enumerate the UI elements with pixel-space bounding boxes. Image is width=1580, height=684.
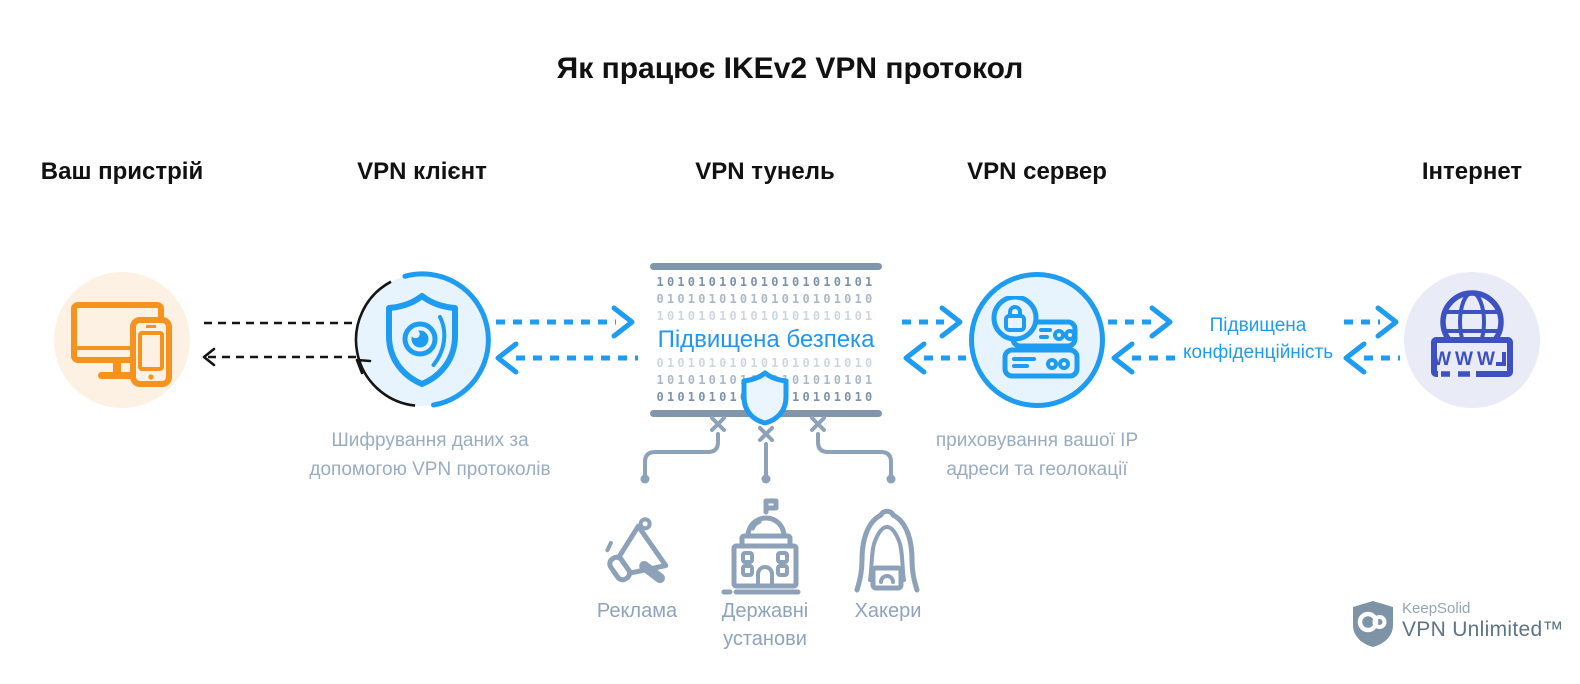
shield-eye-icon	[386, 293, 458, 387]
column-label-client: VPN клієнт	[357, 158, 487, 185]
server-caption-line1: приховування вашої IP	[935, 430, 1139, 451]
blocked-x-icon	[758, 426, 774, 442]
desktop-and-phone-icon	[71, 302, 172, 387]
column-label-tunnel: VPN тунель	[695, 158, 835, 185]
binary-row: 101010101010101010101	[656, 275, 876, 289]
threat-label-hackers: Хакери	[854, 600, 922, 622]
binary-row: 010101010101010101010	[656, 356, 876, 370]
blocked-x-icon	[710, 416, 726, 432]
logo-brand: KeepSolid	[1402, 600, 1471, 617]
logo-product: VPN Unlimited™	[1402, 618, 1564, 641]
server-privacy-arrows	[1108, 305, 1176, 375]
privacy-label-line1: Підвищена	[1209, 315, 1307, 336]
megaphone-icon	[605, 517, 669, 584]
server-caption: приховування вашої IP адреси та геолокац…	[892, 426, 1182, 484]
column-label-device: Ваш пристрій	[40, 158, 204, 185]
server-caption-line2: адреси та геолокації	[946, 459, 1128, 480]
privacy-label-line2: конфіденційність	[1183, 342, 1334, 363]
tunnel-top-bar	[650, 263, 882, 270]
threat-label-government: Державні установи	[721, 600, 809, 650]
client-caption: Шифрування даних за допомогою VPN проток…	[285, 426, 575, 484]
logo-text-block: KeepSolid VPN Unlimited™	[1402, 600, 1580, 642]
globe-www-icon: WWW	[1431, 290, 1513, 378]
client-caption-line1: Шифрування даних за	[331, 430, 529, 451]
client-tunnel-arrows	[495, 305, 638, 375]
blocked-x-icon	[810, 416, 826, 432]
privacy-label: Підвищена конфіденційність	[1183, 312, 1333, 366]
server-lock-icon	[991, 296, 1080, 379]
privacy-internet-arrows	[1343, 305, 1400, 375]
page-title: Як працює IKEv2 VPN протокол	[556, 52, 1024, 85]
binary-row: 101010101010101010101	[656, 309, 876, 323]
threat-label-ads: Реклама	[596, 600, 678, 622]
vpn-server-node	[969, 272, 1105, 408]
binary-row: 010101010101010101010	[656, 292, 876, 306]
tunnel-server-arrows	[902, 305, 966, 375]
client-cycle-ring-icon	[354, 271, 491, 408]
keepsolid-shield-logo-icon	[1353, 601, 1393, 647]
hacker-icon	[854, 508, 920, 593]
government-building-icon	[721, 498, 801, 595]
client-caption-line2: допомогою VPN протоколів	[309, 459, 551, 480]
column-label-internet: Інтернет	[1421, 158, 1523, 185]
www-label: WWW	[1433, 349, 1499, 370]
blocked-connectors	[640, 416, 896, 484]
tunnel-shield-icon	[741, 370, 789, 426]
device-client-arrows	[202, 321, 358, 367]
tunnel-security-label: Підвищена безпека	[657, 326, 875, 353]
column-label-server: VPN сервер	[967, 158, 1107, 185]
